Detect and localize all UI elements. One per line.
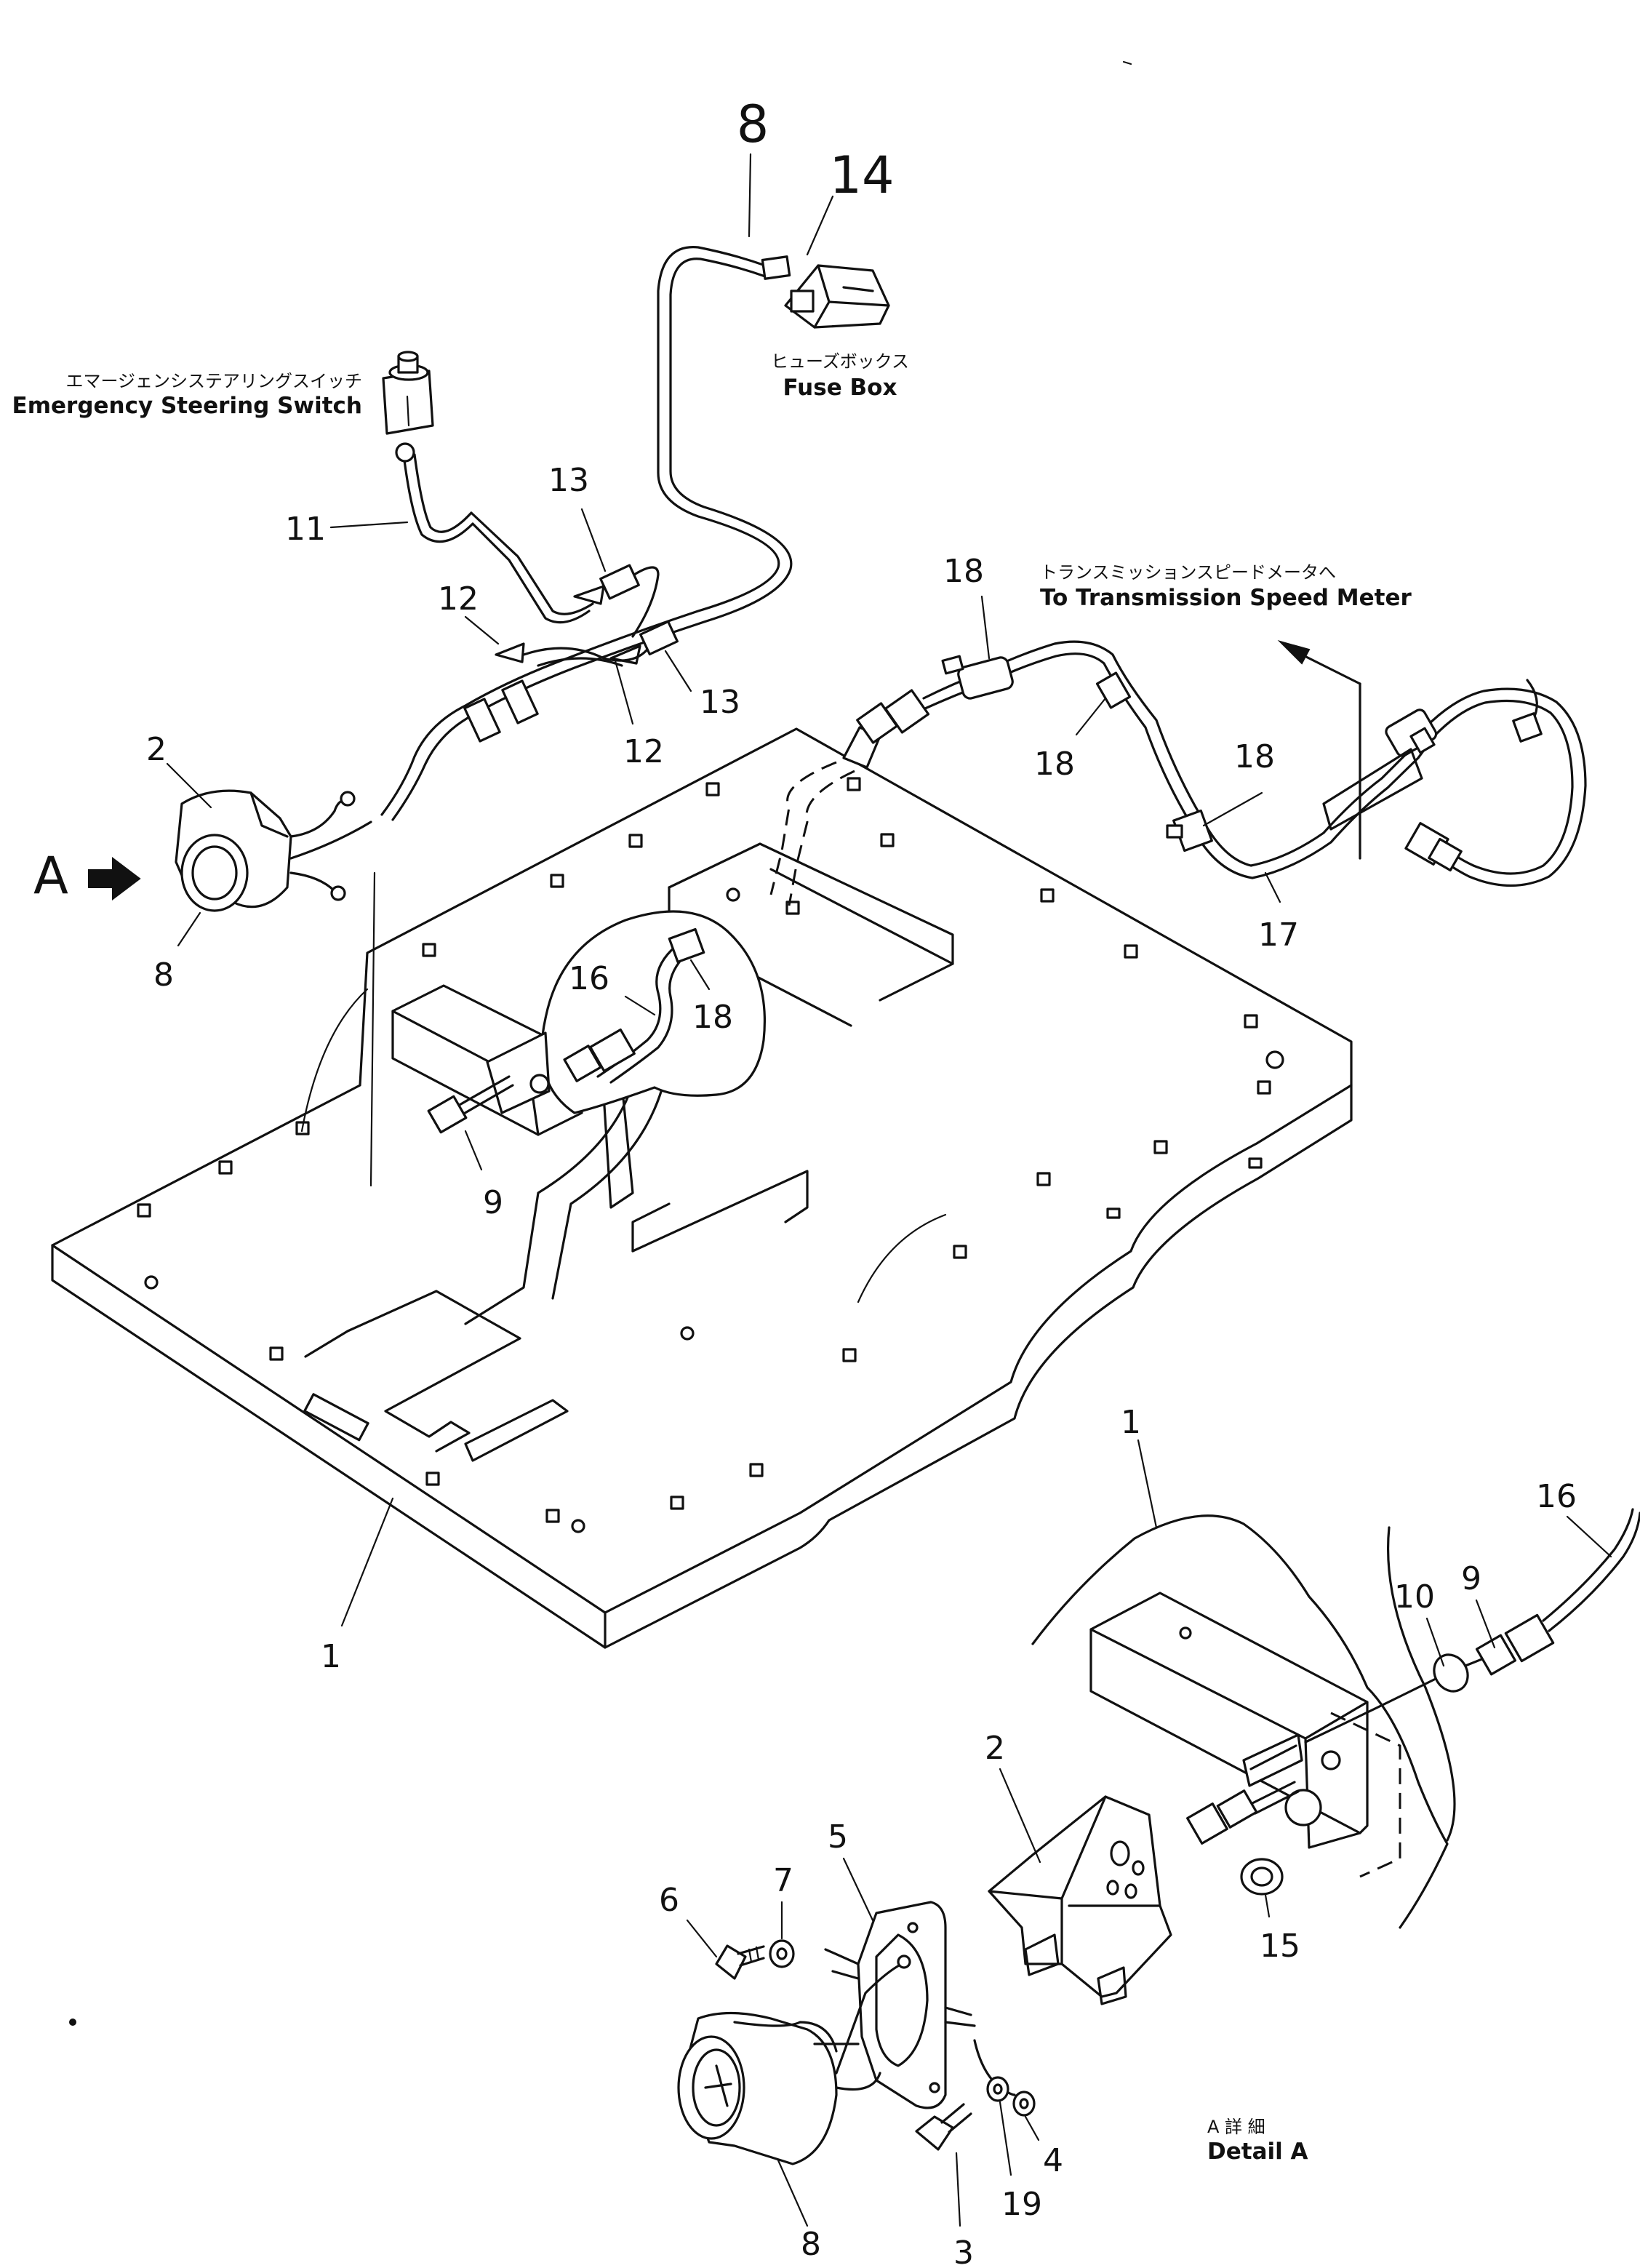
callout-7: 7: [773, 1862, 793, 1899]
cable-17-underfloor: [769, 761, 855, 906]
callout-17: 17: [1258, 917, 1299, 954]
callout-4: 4: [1043, 2142, 1063, 2179]
view-label-a: A: [33, 846, 68, 906]
callout-9-b: 9: [1461, 1560, 1481, 1597]
callout-1-b: 1: [1121, 1404, 1141, 1441]
callout-5: 5: [828, 1818, 848, 1856]
emergency-switch-label-en: Emergency Steering Switch: [12, 393, 362, 419]
callout-9-a: 9: [483, 1184, 503, 1221]
speed-meter-label-en: To Transmission Speed Meter: [1040, 585, 1412, 611]
callout-16-b: 16: [1536, 1478, 1577, 1515]
detail-a: [677, 1508, 1640, 2165]
stray-dot: [69, 2019, 76, 2026]
callout-12-a: 12: [438, 580, 479, 618]
emergency-steering-switch: [382, 351, 434, 435]
callout-8-left: 8: [153, 957, 174, 994]
text-labels: エマージェンシステアリングスイッチ Emergency Steering Swi…: [12, 351, 1412, 2165]
breakout-cloud: [540, 910, 767, 1114]
cable-17: [842, 640, 1587, 887]
callout-18-d: 18: [1234, 738, 1275, 775]
speed-meter-label-jp: トランスミッションスピードメータへ: [1040, 562, 1336, 583]
callout-8-top: 8: [737, 95, 769, 154]
callout-15: 15: [1260, 1928, 1300, 1965]
stray-mark: [1122, 60, 1132, 65]
bolt-holes: [137, 777, 1284, 1533]
harness-11: [395, 442, 679, 743]
callout-8-bottom: 8: [801, 2226, 821, 2263]
callout-18-c: 18: [1034, 746, 1075, 783]
connector-9-cloud: [563, 1028, 636, 1082]
callout-2-top: 2: [146, 731, 167, 768]
callout-10: 10: [1394, 1578, 1435, 1616]
view-arrow-a: A: [33, 846, 141, 906]
callout-2-b: 2: [985, 1730, 1005, 1767]
callout-18-a: 18: [692, 999, 733, 1036]
callout-12-b: 12: [623, 733, 664, 770]
harness-8-top: [380, 246, 890, 821]
detail-a-label-jp: A 詳 細: [1207, 2117, 1265, 2137]
callout-13-a: 13: [548, 462, 589, 499]
fuse-box-label-jp: ヒューズボックス: [771, 351, 909, 372]
callout-14: 14: [829, 145, 894, 205]
bracket-connector-9: [369, 871, 551, 1187]
callout-19: 19: [1001, 2186, 1042, 2223]
leader-lines: [166, 153, 1612, 2227]
callout-6: 6: [659, 1882, 679, 1919]
callout-1-a: 1: [321, 1638, 341, 1675]
fuse-box: [784, 264, 890, 329]
speedometer-assembly-left: [175, 789, 372, 912]
callout-numbers: 8 14 11 13 12 13 12 2 8 16 18 9 18 18 18…: [146, 95, 1577, 2268]
callout-16-a: 16: [569, 960, 609, 997]
emergency-switch-label-jp: エマージェンシステアリングスイッチ: [65, 371, 362, 391]
callout-3: 3: [953, 2235, 974, 2268]
detail-a-label-en: Detail A: [1207, 2139, 1308, 2165]
fuse-box-label-en: Fuse Box: [783, 375, 897, 401]
callout-18-b: 18: [943, 553, 984, 590]
callout-11: 11: [285, 511, 326, 548]
callout-13-b: 13: [700, 684, 740, 721]
